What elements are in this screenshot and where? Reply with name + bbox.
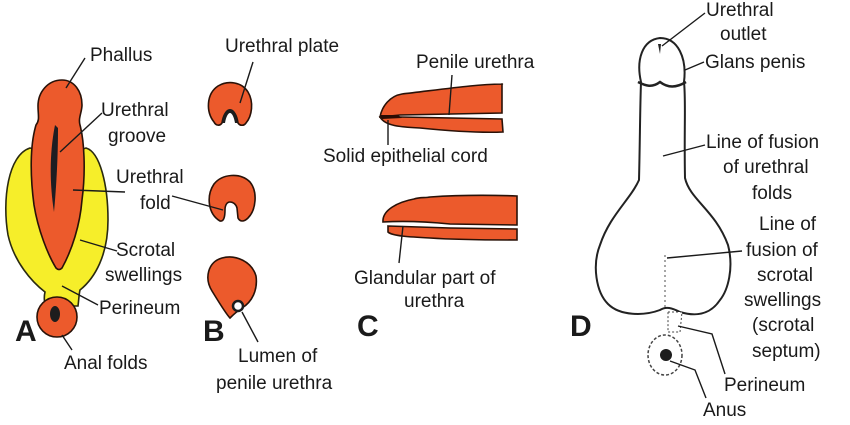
anus-dark-center bbox=[50, 306, 60, 322]
leader-lumen bbox=[241, 311, 259, 343]
penis-scrotum-outline bbox=[594, 36, 732, 316]
label-line-fusion-urethral-1: Line of fusion bbox=[706, 132, 819, 153]
panel-d: Urethral outlet Glans penis Line of fusi… bbox=[570, 0, 821, 421]
leader-urethral-outlet bbox=[661, 12, 706, 47]
label-line-fusion-scrotal-5: (scrotal bbox=[752, 315, 814, 336]
label-line-fusion-scrotal-6: septum) bbox=[752, 341, 821, 362]
label-phallus: Phallus bbox=[90, 45, 152, 66]
leader-urethral-fold bbox=[72, 189, 126, 193]
label-anal-folds: Anal folds bbox=[64, 353, 147, 374]
label-line-fusion-scrotal-3: scrotal bbox=[757, 265, 813, 286]
leader-anal-folds bbox=[61, 334, 73, 351]
label-penile-urethra: Penile urethra bbox=[416, 52, 535, 73]
penile-urethra-section-upper bbox=[379, 83, 504, 118]
label-glandular-part-1: Glandular part of bbox=[354, 268, 496, 289]
label-solid-cord: Solid epithelial cord bbox=[323, 146, 488, 167]
penile-urethra-section-lower bbox=[378, 116, 504, 134]
urethral-plate-dark bbox=[222, 109, 238, 123]
glandular-section-upper bbox=[382, 194, 518, 226]
urethral-groove-shape bbox=[50, 125, 58, 212]
label-urethral-fold-2: fold bbox=[140, 193, 171, 214]
label-perineum: Perineum bbox=[99, 298, 180, 319]
label-scrotal-swellings-1: Scrotal bbox=[116, 240, 175, 261]
panel-b: Urethral plate Lumen of penile urethra B bbox=[171, 36, 339, 394]
panel-a: Phallus Urethral groove Urethral fold Sc… bbox=[5, 45, 184, 374]
label-urethral-groove-1: Urethral bbox=[101, 100, 169, 121]
label-glans-penis: Glans penis bbox=[705, 52, 805, 73]
leader-penile-urethra bbox=[448, 74, 453, 116]
panel-c: Penile urethra Solid epithelial cord Gla… bbox=[323, 52, 535, 343]
label-lumen-2: penile urethra bbox=[216, 373, 333, 394]
leader-phallus bbox=[65, 57, 86, 89]
leader-urethral-groove bbox=[59, 112, 103, 153]
solid-epithelial-cord-shape bbox=[380, 115, 402, 119]
label-perineum-d: Perineum bbox=[724, 375, 805, 396]
label-urethral-outlet-1: Urethral bbox=[706, 0, 774, 21]
phallus-shape bbox=[30, 79, 85, 271]
label-line-fusion-scrotal-1: Line of bbox=[759, 214, 817, 235]
label-urethral-outlet-2: outlet bbox=[720, 24, 767, 45]
leader-glans-penis bbox=[684, 61, 705, 71]
leader-urethral-plate bbox=[239, 61, 254, 104]
anus-center-shape bbox=[660, 349, 672, 361]
label-glandular-part-2: urethra bbox=[404, 291, 465, 312]
perineum-shape bbox=[667, 311, 683, 333]
lumen-shape bbox=[231, 299, 245, 313]
panel-letter-c: C bbox=[357, 310, 379, 343]
glandular-section-lower bbox=[387, 225, 518, 241]
leader-perineum bbox=[61, 285, 99, 306]
leader-urethral-fold-b bbox=[171, 195, 224, 211]
leader-glandular-part bbox=[398, 225, 404, 264]
leader-line-fusion-urethral bbox=[662, 144, 706, 157]
label-scrotal-swellings-2: swellings bbox=[105, 265, 182, 286]
leader-anus bbox=[669, 360, 707, 399]
urethral-fold-section bbox=[208, 174, 256, 222]
penile-urethra-section bbox=[207, 256, 258, 320]
label-line-fusion-urethral-3: folds bbox=[752, 183, 792, 204]
label-urethral-groove-2: groove bbox=[108, 126, 166, 147]
label-lumen-1: Lumen of bbox=[238, 346, 318, 367]
label-urethral-fold-1: Urethral bbox=[116, 167, 184, 188]
label-line-fusion-scrotal-2: fusion of bbox=[746, 240, 819, 261]
leader-perineum-d bbox=[677, 325, 726, 375]
label-urethral-plate: Urethral plate bbox=[225, 36, 339, 57]
panel-letter-b: B bbox=[203, 315, 225, 348]
label-line-fusion-scrotal-4: swellings bbox=[744, 290, 821, 311]
panel-letter-a: A bbox=[15, 315, 37, 348]
glans-penis-rim bbox=[637, 80, 687, 88]
label-anus: Anus bbox=[703, 400, 746, 421]
leader-line-fusion-scrotal bbox=[666, 250, 743, 259]
leader-scrotal-swellings bbox=[79, 239, 118, 252]
urethral-outlet-shape bbox=[658, 44, 661, 54]
label-line-fusion-urethral-2: of urethral bbox=[723, 157, 809, 178]
panel-letter-d: D bbox=[570, 310, 592, 343]
